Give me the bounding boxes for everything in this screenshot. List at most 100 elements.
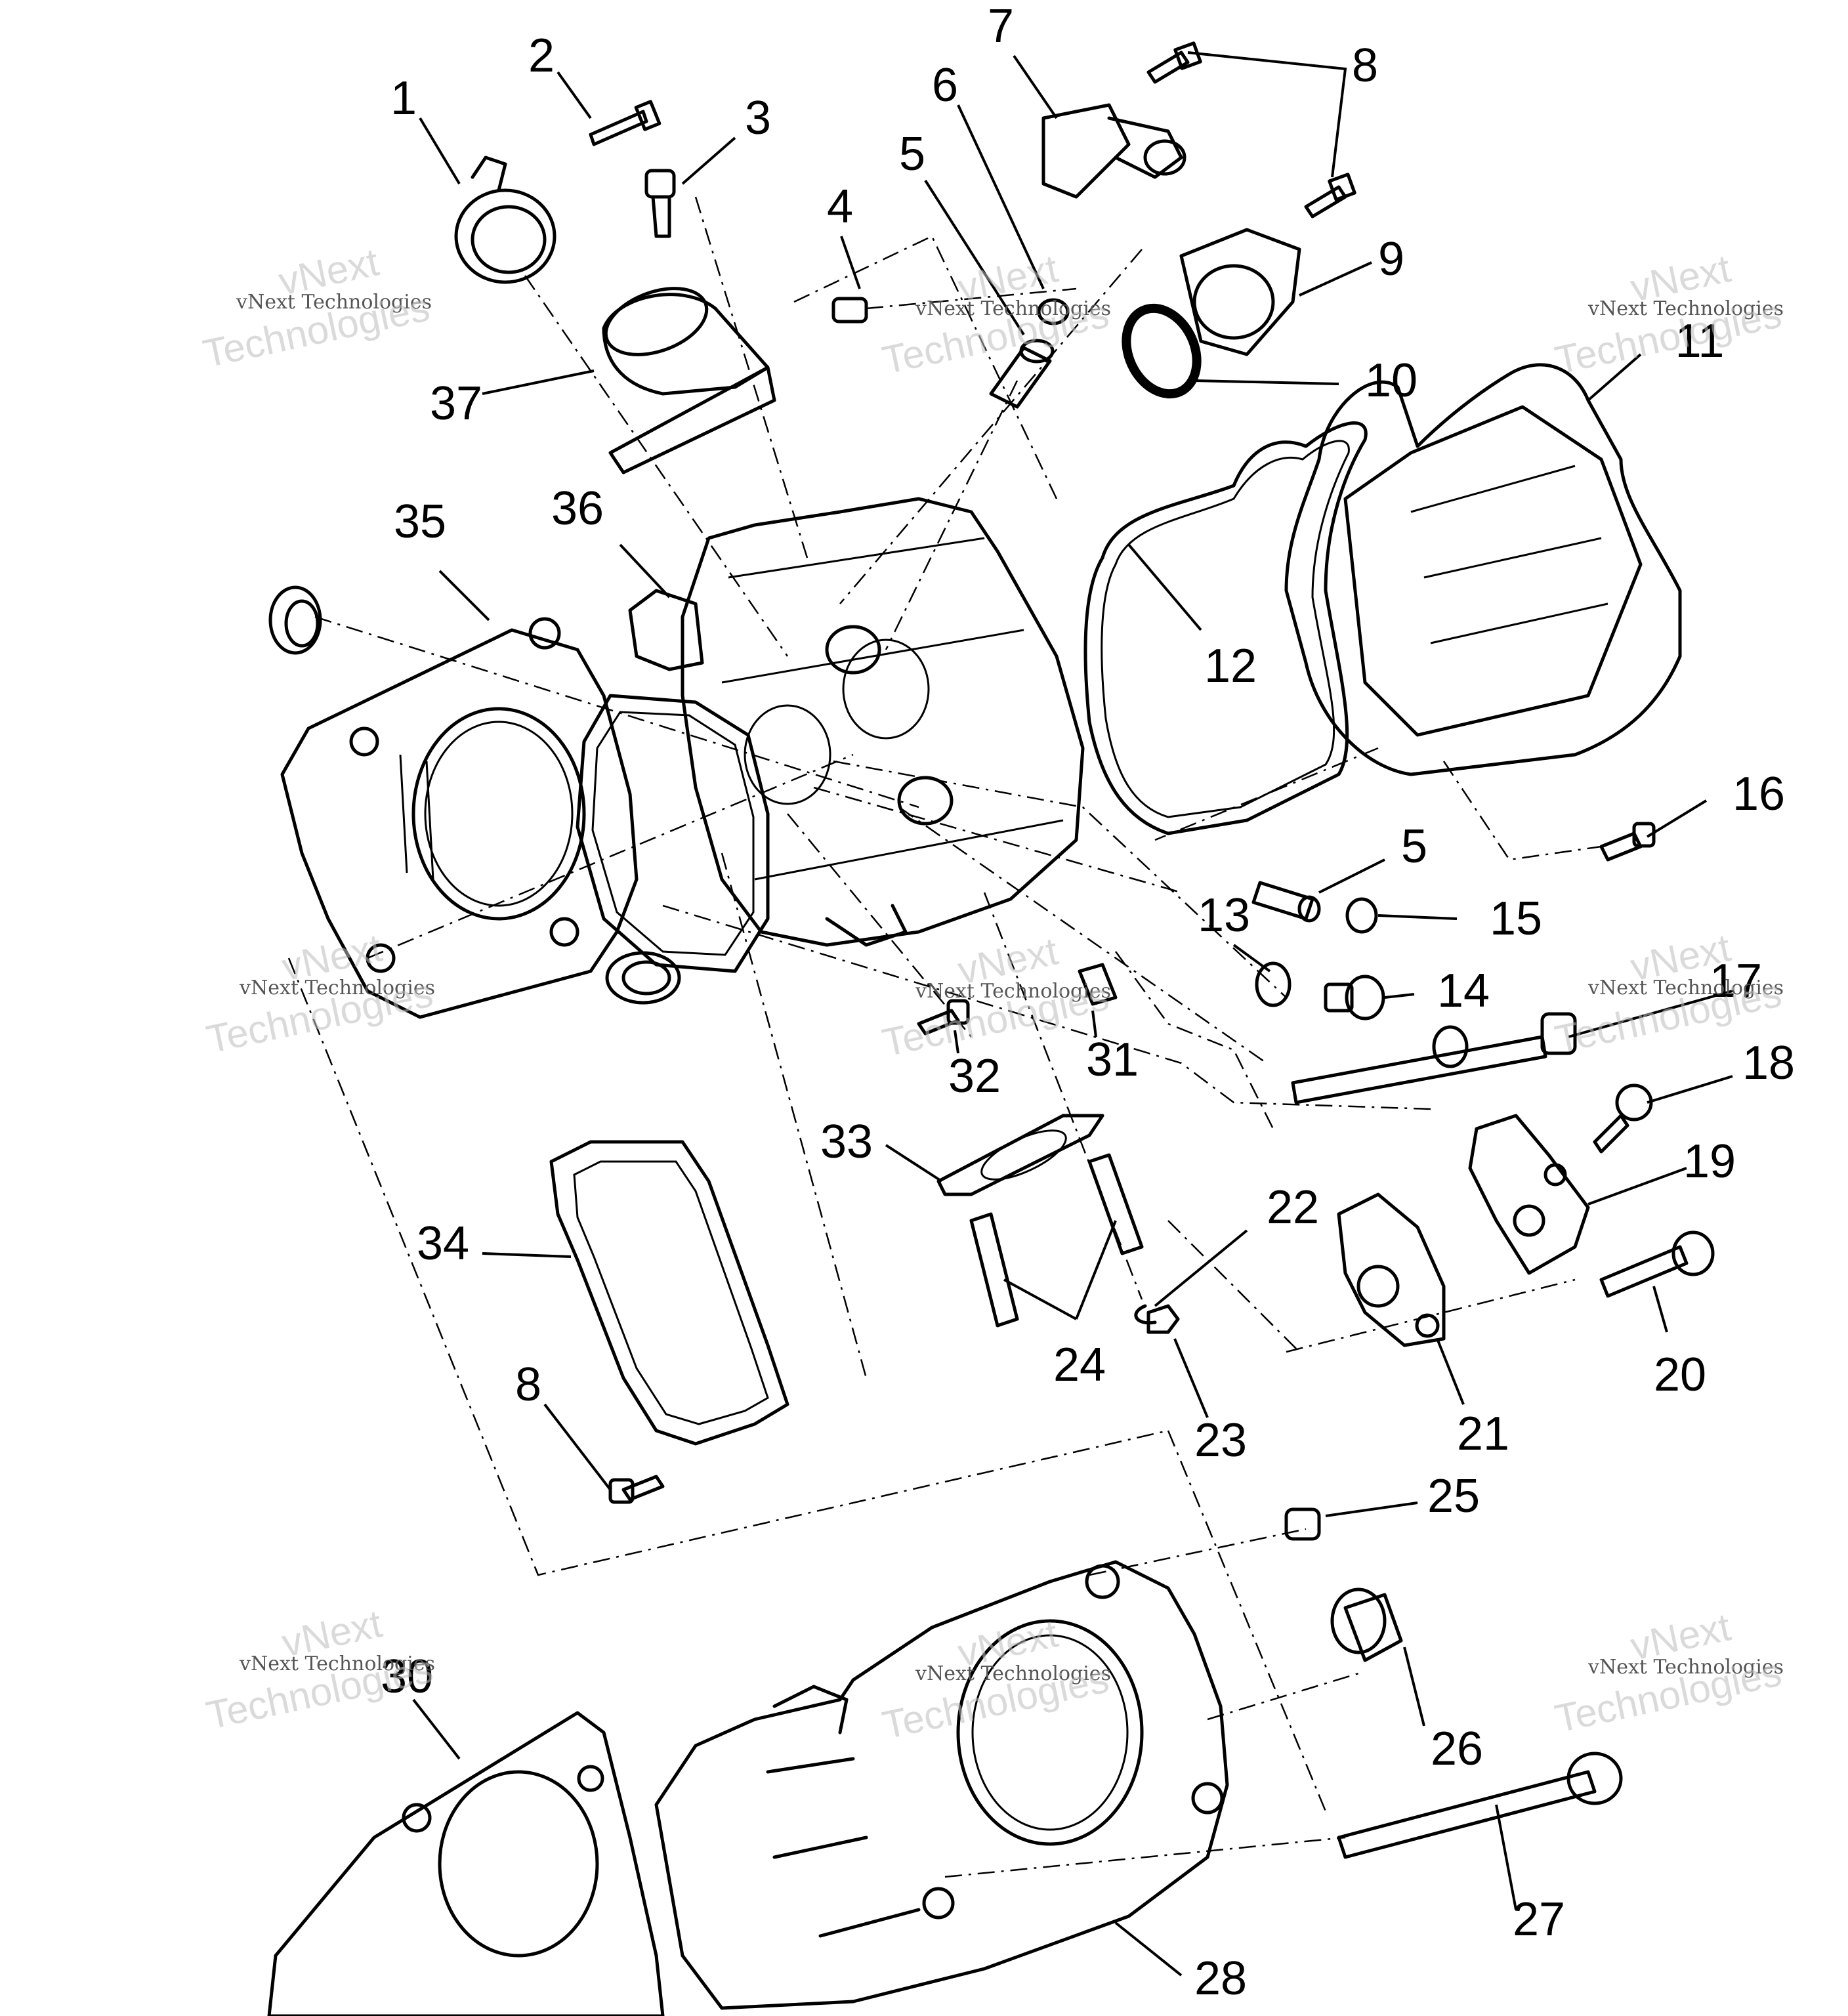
part-11-valve-cover (1284, 363, 1682, 776)
callout-13: 13 (1198, 889, 1250, 942)
callout-18: 18 (1742, 1037, 1795, 1089)
callout-16: 16 (1732, 768, 1785, 820)
callout-24: 24 (1053, 1339, 1106, 1391)
svg-text:vNext Technologies: vNext Technologies (1587, 297, 1784, 320)
callout-31: 31 (1086, 1034, 1139, 1086)
watermark: vNext Technologies vNext Technologies (1551, 1605, 1786, 1740)
part-27-stud (1337, 1752, 1623, 1859)
callout-28: 28 (1194, 1952, 1247, 2005)
part-15-cap (1345, 897, 1378, 934)
part-37-intake-boot (602, 287, 776, 474)
callout-8: 8 (1352, 39, 1378, 92)
part-1-clamp (454, 156, 556, 284)
callout-35: 35 (394, 495, 446, 548)
callout-11: 11 (1675, 315, 1725, 368)
svg-text:vNext Technologies: vNext Technologies (915, 297, 1111, 320)
callout-14: 14 (1437, 965, 1490, 1017)
watermark: vNext Technologies vNext Technologies (203, 1601, 437, 1737)
part-32-bolt (917, 999, 970, 1036)
watermark: vNext Technologies vNext Technologies (879, 1611, 1113, 1747)
part-21-bracket (1337, 1192, 1446, 1347)
part-18-bolt (1593, 1083, 1653, 1154)
part-20-bolt (1599, 1230, 1715, 1298)
part-12-valve-cover-gasket (1083, 421, 1368, 835)
callout-20: 20 (1654, 1349, 1706, 1401)
callout-21: 21 (1457, 1408, 1509, 1460)
callout-23: 23 (1194, 1414, 1247, 1467)
part-6-plug (1037, 298, 1070, 326)
part-28-cylinder (654, 1560, 1229, 2010)
svg-text:vNext Technologies: vNext Technologies (1587, 1656, 1784, 1679)
part-17-stud (1291, 1012, 1577, 1104)
watermarks: vNext Technologies vNext Technologies vN… (200, 240, 1786, 1747)
part-3-bolt (644, 169, 676, 238)
callout-30: 30 (381, 1650, 433, 1703)
part-7-water-outlet (1041, 103, 1186, 199)
callout-1: 1 (390, 72, 417, 125)
part-head-gasket-mid (576, 694, 770, 973)
svg-text:vNext Technologies: vNext Technologies (1587, 976, 1784, 999)
callout-8b: 8 (515, 1358, 541, 1411)
part-33-gasket (936, 1114, 1104, 1196)
part-34-gasket (549, 1140, 789, 1446)
callout-5b: 5 (1401, 820, 1427, 873)
part-24-studs (969, 1153, 1144, 1328)
part-30-base-gasket (267, 1711, 665, 2016)
part-35-seal (268, 585, 322, 655)
callout-4: 4 (827, 180, 853, 233)
part-16-bolt (1599, 822, 1656, 862)
part-31-dowel (1078, 963, 1118, 1006)
callout-36: 36 (551, 482, 604, 535)
part-4-dowel (831, 297, 868, 324)
callout-12: 12 (1204, 640, 1257, 692)
part-5-valve-guide (989, 339, 1055, 409)
watermark: vNext Technologies vNext Technologies (203, 925, 437, 1061)
callout-37: 37 (430, 377, 482, 430)
part-8b-bolt (608, 1475, 665, 1504)
watermark: vNext Technologies vNext Technologies (879, 929, 1113, 1064)
svg-text:vNext Technologies: vNext Technologies (239, 976, 435, 999)
callout-10: 10 (1365, 354, 1418, 407)
part-23-nut (1146, 1304, 1180, 1334)
part-35-head-gasket (280, 617, 639, 1019)
part-5b-guide (1251, 881, 1321, 923)
callout-5: 5 (899, 128, 925, 180)
watermark: vNext Technologies vNext Technologies (879, 246, 1113, 382)
callout-32: 32 (948, 1050, 1001, 1102)
part-2-bolt (589, 100, 662, 146)
part-13-washer (1255, 961, 1292, 1007)
part-seal-lower (605, 951, 681, 1005)
callout-7: 7 (988, 0, 1014, 52)
callout-17: 17 (1710, 955, 1762, 1007)
watermark: vNext Technologies vNext Technologies (1551, 246, 1786, 382)
part-19-bracket (1468, 1114, 1590, 1275)
part-25-dowel (1284, 1507, 1321, 1541)
callout-25: 25 (1427, 1470, 1480, 1522)
callout-2: 2 (528, 30, 555, 82)
part-14-plug (1324, 975, 1385, 1020)
part-10-o-ring (1122, 303, 1202, 399)
callout-19: 19 (1683, 1135, 1736, 1188)
callout-22: 22 (1267, 1181, 1319, 1234)
watermark: vNext Technologies vNext Technologies (200, 240, 434, 375)
svg-text:vNext Technologies: vNext Technologies (236, 291, 432, 314)
svg-text:vNext Technologies: vNext Technologies (915, 1662, 1111, 1685)
part-26-fitting (1330, 1587, 1403, 1662)
callout-3: 3 (745, 92, 771, 144)
callout-6: 6 (932, 59, 958, 112)
callout-27: 27 (1513, 1893, 1565, 1946)
callout-26: 26 (1431, 1723, 1483, 1775)
part-9-thermostat-housing (1179, 228, 1301, 356)
part-22-clip (1134, 1304, 1157, 1325)
callout-9: 9 (1378, 233, 1404, 285)
callout-34: 34 (417, 1217, 469, 1270)
leader-lines (412, 51, 1733, 1977)
part-36-cylinder-head (628, 497, 1085, 947)
part-8-bolts-top (1146, 41, 1356, 219)
svg-text:vNext Technologies: vNext Technologies (239, 1652, 435, 1675)
callout-labels: 1 2 3 4 5 6 7 8 9 10 11 12 16 5 15 13 14… (381, 0, 1795, 2005)
svg-text:vNext Technologies: vNext Technologies (915, 980, 1111, 1003)
callout-15: 15 (1490, 892, 1542, 945)
